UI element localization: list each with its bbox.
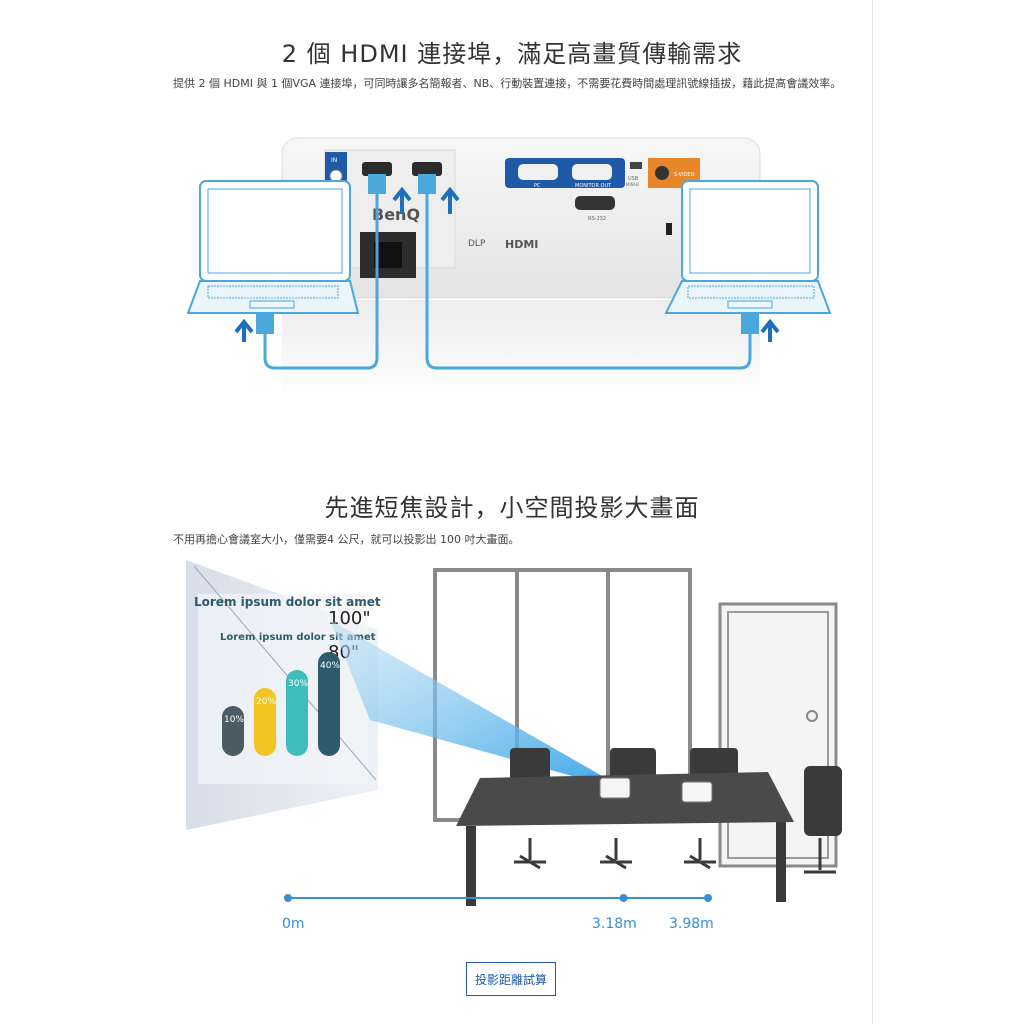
throw-distance-calculator-button[interactable]: 投影距離試算: [466, 962, 556, 996]
distance-label-3-18: 3.18m: [592, 916, 637, 932]
laptop-left-icon: [186, 180, 360, 314]
brand-logo: BenQ: [372, 205, 420, 224]
hdmi-cable-left: [263, 184, 379, 370]
chair-base-2: [600, 838, 632, 870]
distance-marker-2: [704, 894, 712, 902]
hdmi-logo: HDMI: [505, 238, 538, 251]
bar-1: [222, 706, 244, 756]
chair-base-1: [514, 838, 546, 870]
kensington-lock-icon: [666, 223, 672, 235]
bar-label-3: 30%: [288, 679, 308, 689]
hdmi-connector-2: [418, 174, 436, 194]
laptop-connector-left: [256, 314, 274, 334]
pc-label: PC: [534, 183, 541, 189]
hdmi-cable-right: [425, 184, 752, 370]
chair-back-1: [510, 748, 550, 780]
section2-title: 先進短焦設計，小空間投影大畫面: [324, 494, 700, 522]
page-divider: [872, 0, 873, 1024]
bar-label-1: 10%: [224, 715, 244, 725]
door-knob-icon: [806, 710, 818, 722]
rs232-label: RS-232: [588, 216, 606, 222]
bar-label-4: 40%: [320, 661, 340, 671]
projector-icon: [599, 777, 631, 799]
rs232-port: [575, 196, 615, 210]
s-video-label: S-VIDEO: [674, 172, 695, 178]
arrow-up-icon: [760, 318, 780, 342]
vga-pc-port: [518, 164, 558, 180]
in-label: IN: [331, 157, 337, 164]
screen-heading-large: Lorem ipsum dolor sit amet: [194, 595, 381, 609]
chair-side: [804, 766, 842, 836]
chair-base-3: [684, 838, 716, 870]
laptop-right-icon: [664, 180, 832, 314]
vga-monitor-out-port: [572, 164, 612, 180]
arrow-up-icon: [392, 186, 412, 214]
screen-heading-small: Lorem ipsum dolor sit amet: [220, 632, 376, 643]
bar-chart-group: 10% 20% 30% 40%: [222, 652, 340, 756]
throw-distance-diagram: Lorem ipsum dolor sit amet 100" Lorem ip…: [186, 560, 842, 906]
hdmi-port-2: [412, 162, 442, 176]
section1-title: 2 個 HDMI 連接埠，滿足高畫質傳輸需求: [281, 40, 743, 68]
hdmi-connection-diagram: IN BenQ PC MONITOR OUT RS-232 USB MINI-B…: [186, 137, 832, 400]
usb-port: [630, 162, 642, 169]
section1-description: 提供 2 個 HDMI 與 1 個VGA 連接埠，可同時讓多名簡報者、NB、行動…: [173, 77, 842, 90]
distance-label-0: 0m: [282, 916, 305, 932]
hdmi-port-1: [362, 162, 392, 176]
distance-label-3-98: 3.98m: [669, 916, 714, 932]
monitor-out-label: MONITOR OUT: [575, 183, 612, 189]
chair-back-2: [610, 748, 656, 780]
screen-size-100: 100": [328, 608, 371, 629]
arrow-up-icon: [440, 186, 460, 214]
usb-label: USB: [628, 176, 639, 182]
laptop-connector-right: [741, 314, 759, 334]
bar-2: [254, 688, 276, 756]
arrow-up-icon: [234, 318, 254, 342]
chair-back-3: [690, 748, 738, 780]
chair-base-4: [804, 838, 836, 874]
projection-beam: [330, 620, 630, 792]
bar-4: [318, 652, 340, 756]
s-video-port: [655, 166, 669, 180]
distance-scale: [284, 894, 712, 902]
section2-description: 不用再擔心會議室大小，僅需要4 公尺，就可以投影出 100 吋大畫面。: [173, 533, 520, 546]
bar-3: [286, 670, 308, 756]
distance-marker-0: [284, 894, 292, 902]
hdmi-connector-1: [368, 174, 386, 194]
usb-mini-label: MINI-B: [626, 182, 639, 187]
projector-reflection: [282, 300, 760, 400]
dlp-logo: DLP: [468, 239, 486, 249]
bar-label-2: 20%: [256, 697, 276, 707]
distance-marker-1: [619, 894, 628, 902]
projector-icon: [681, 781, 713, 803]
